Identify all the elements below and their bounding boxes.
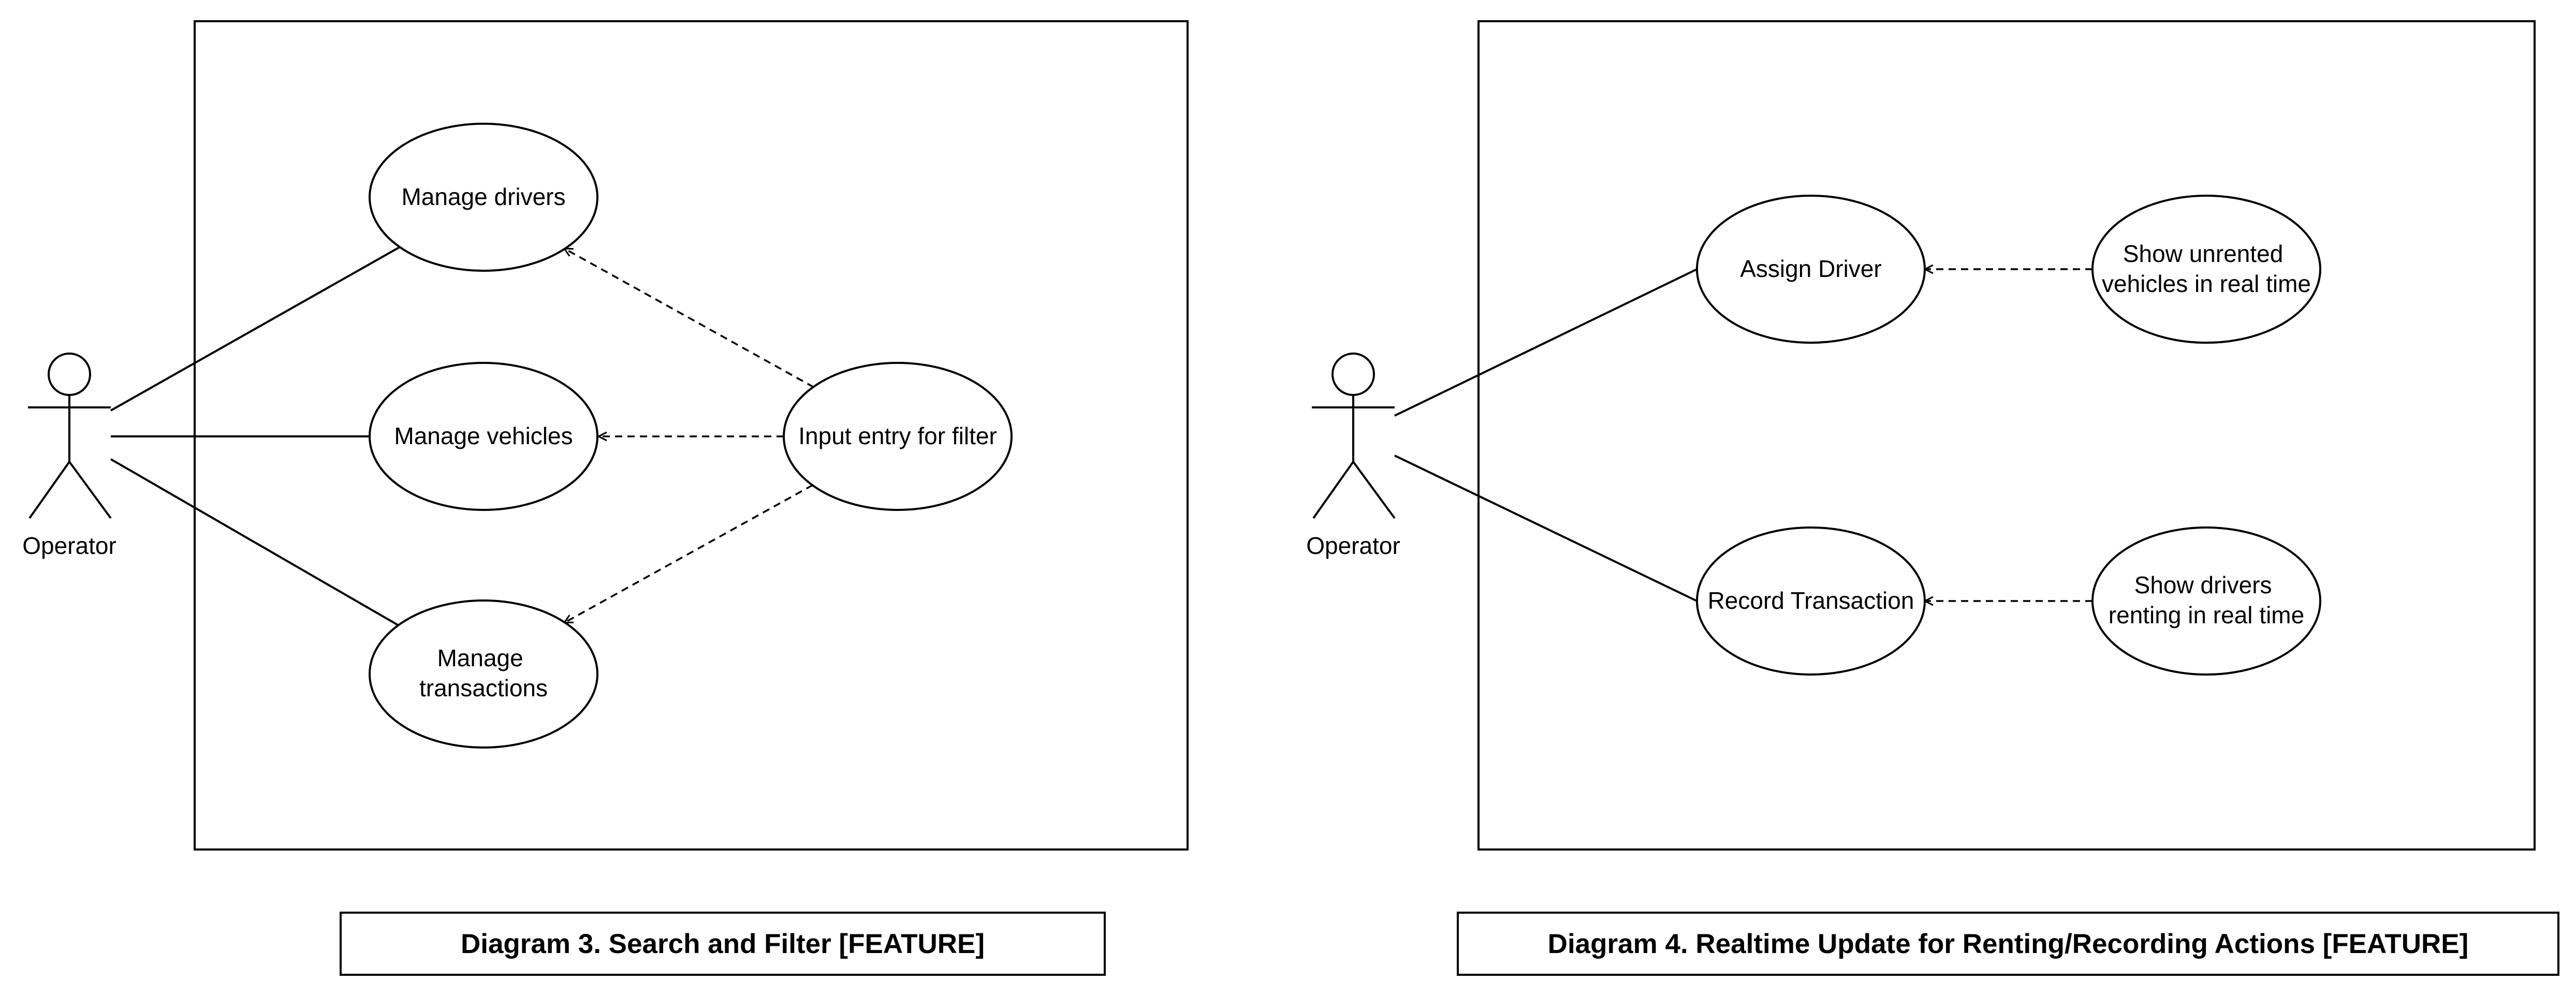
actor-right-leg [1352, 461, 1396, 519]
dependency-arrow [564, 484, 813, 623]
diagram-3-caption: Diagram 3. Search and Filter [FEATURE] [340, 912, 1106, 976]
actor-operator-4 [1312, 353, 1396, 519]
actor-label-4: Operator [1306, 532, 1400, 559]
use-case-ellipse [1696, 526, 1926, 676]
use-case-ellipse [2091, 526, 2321, 676]
use-case-assign-driver: Assign Driver [1696, 195, 1926, 344]
use-case-ellipse [2091, 195, 2321, 344]
use-case-show-unrented-vehicles: Show unrented vehicles in real time [2091, 195, 2321, 344]
actor-right-leg [68, 461, 112, 519]
diagram-3-caption-text: Diagram 3. Search and Filter [FEATURE] [460, 928, 985, 959]
use-case-label: Manage vehicles [394, 422, 573, 449]
svg-text:Assign Driver: Assign Driver [1740, 255, 1882, 282]
association-line [110, 244, 403, 412]
diagram-4-caption: Diagram 4. Realtime Update for Renting/R… [1457, 912, 2559, 976]
use-case-manage-vehicles: Manage vehicles [369, 362, 598, 511]
svg-text:Show drivers renting i: Show drivers renting in real time [2109, 572, 2304, 628]
association-line [1394, 455, 1697, 602]
association-line [110, 458, 399, 626]
actor-label-3: Operator [22, 532, 116, 559]
actor-head [48, 353, 91, 396]
dependency-arrow [564, 248, 814, 388]
system-boundary-4 [1477, 20, 2536, 851]
use-case-ellipse [369, 123, 598, 272]
use-case-label: vehicles in real time [2102, 270, 2311, 297]
use-case-ellipse [783, 362, 1013, 511]
use-case-ellipse [369, 362, 598, 511]
association-line [1394, 268, 1697, 417]
svg-text:Manage vehicles: Manage vehicles [394, 422, 573, 449]
svg-text:Record Transaction: Record Transaction [1708, 587, 1914, 614]
actor-left-leg [28, 461, 70, 519]
use-case-label: Record Transaction [1708, 587, 1914, 614]
diagram-3: Operator Manage drivers Manage vehicles [22, 20, 1189, 851]
actor-left-leg [1312, 461, 1354, 519]
use-case-ellipse [369, 599, 598, 749]
use-case-show-drivers-renting: Show drivers renting in real time [2091, 526, 2321, 676]
use-case-label: Show unrented [2123, 240, 2283, 267]
use-case-ellipse [1696, 195, 1926, 344]
use-case-label: Input entry for filter [798, 422, 997, 449]
diagram-4-caption-text: Diagram 4. Realtime Update for Renting/R… [1547, 928, 2469, 959]
use-case-label: Show drivers [2134, 572, 2272, 598]
svg-text:Manage drivers: Manage drivers [401, 183, 565, 210]
use-case-input-entry-for-filter: Input entry for filter [783, 362, 1013, 511]
use-case-label: renting in real time [2109, 602, 2304, 628]
svg-text:Show unrented vehicles: Show unrented vehicles in real time [2102, 240, 2311, 297]
actor-head [1331, 353, 1375, 396]
svg-text:Input entry for filter: Input entry for filter [798, 422, 997, 449]
actor-operator-3 [28, 353, 112, 519]
diagram-4: Operator Assign Driver Record Transactio… [1306, 20, 2536, 851]
svg-text:Manage transactions: Manage transactions [419, 645, 548, 701]
use-case-manage-drivers: Manage drivers [369, 123, 598, 272]
use-case-label: Manage [437, 645, 523, 671]
use-case-label: transactions [419, 675, 548, 701]
use-case-record-transaction: Record Transaction [1696, 526, 1926, 676]
use-case-manage-transactions: Manage transactions [369, 599, 598, 749]
use-case-label: Assign Driver [1740, 255, 1882, 282]
use-case-label: Manage drivers [401, 183, 565, 210]
